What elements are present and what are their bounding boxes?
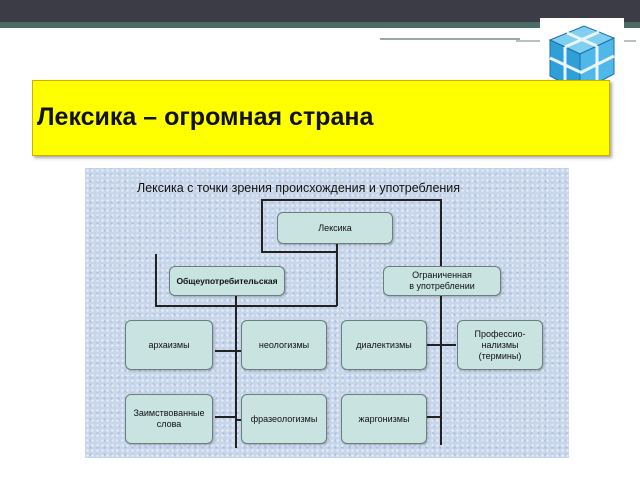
connector-line: [426, 344, 440, 346]
connector-line: [235, 350, 243, 352]
node-neologisms: неологизмы: [241, 320, 327, 370]
slide-title: Лексика – огромная страна: [37, 103, 374, 131]
node-archaisms: архаизмы: [125, 320, 213, 370]
node-limited-usage: Ограниченная в употреблении: [383, 266, 501, 296]
connector-line: [215, 350, 235, 352]
connector-line: [261, 199, 441, 201]
node-borrowed-words: Заимствованные слова: [125, 394, 213, 444]
top-bar: [0, 0, 640, 22]
connector-line: [235, 419, 243, 421]
connector-line: [261, 199, 263, 252]
node-leksika: Лексика: [277, 212, 393, 244]
connector-line: [440, 199, 442, 445]
node-dialectisms: диалектизмы: [341, 320, 427, 370]
connector-line: [426, 416, 440, 418]
connector-line: [155, 254, 157, 306]
connector-line: [155, 305, 337, 307]
connector-line: [215, 416, 235, 418]
node-professionalisms: Профессио- нализмы (термины): [457, 320, 543, 370]
diagram-panel: Лексика с точки зрения происхождения и у…: [85, 168, 569, 458]
node-phraseologisms: фразеологизмы: [241, 394, 327, 444]
diagram-heading: Лексика с точки зрения происхождения и у…: [137, 181, 461, 195]
connector-line: [235, 296, 237, 448]
accent-line: [380, 38, 520, 40]
node-jargonisms: жаргонизмы: [341, 394, 427, 444]
connector-line: [440, 344, 456, 346]
title-banner: Лексика – огромная страна: [32, 80, 610, 156]
connector-line: [261, 251, 337, 253]
connector-line: [336, 241, 338, 306]
top-stripe: [0, 22, 640, 28]
node-common-usage: Общеупотребительская: [169, 266, 285, 296]
